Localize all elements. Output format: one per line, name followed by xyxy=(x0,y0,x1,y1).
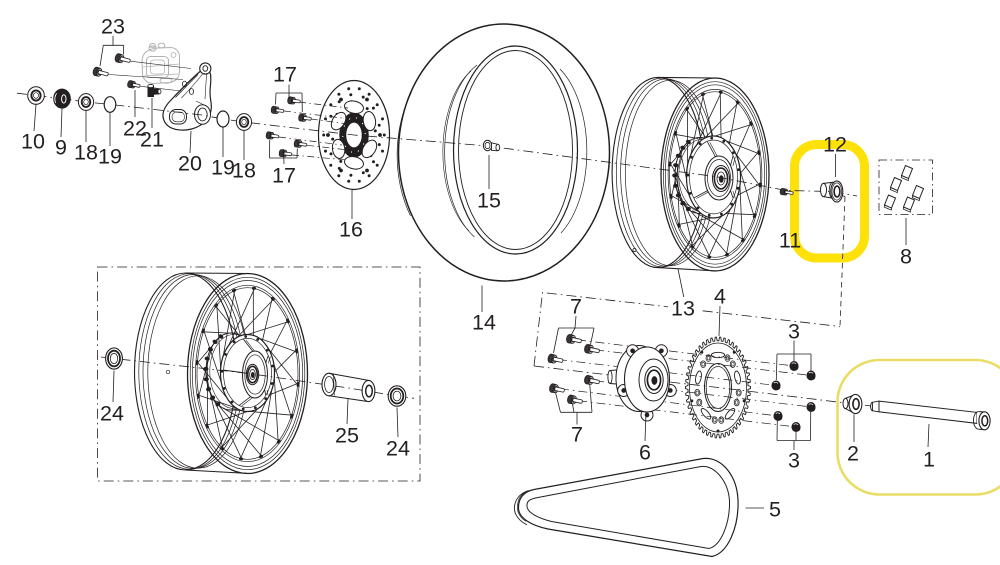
caliper-bracket[interactable] xyxy=(162,62,212,131)
axle-1[interactable] xyxy=(870,400,991,431)
valve-stem-15[interactable] xyxy=(482,139,501,152)
callout-6[interactable]: 6 xyxy=(639,441,651,465)
spacer-2[interactable] xyxy=(842,393,863,415)
highlight-box-parts-1-2 xyxy=(836,358,1000,496)
sprocket-nuts-3[interactable] xyxy=(771,361,816,432)
bolt-22[interactable] xyxy=(127,80,182,92)
bushing-12[interactable] xyxy=(820,180,844,203)
callout-23[interactable]: 23 xyxy=(101,15,125,39)
callout-2[interactable]: 2 xyxy=(847,442,859,466)
bearing-24a[interactable] xyxy=(105,347,123,370)
callout-24[interactable]: 24 xyxy=(100,402,124,426)
o-ring-19b[interactable] xyxy=(216,110,230,128)
sprocket-carrier-hub[interactable] xyxy=(607,344,677,422)
o-ring-19a[interactable] xyxy=(103,96,117,113)
wheel-sub-assembly-hub[interactable] xyxy=(203,332,276,413)
leader-lines xyxy=(33,36,930,509)
callout-13[interactable]: 13 xyxy=(671,297,695,321)
washer-10[interactable] xyxy=(27,86,45,105)
callout-15[interactable]: 15 xyxy=(477,189,501,213)
callout-21[interactable]: 21 xyxy=(140,128,164,152)
callout-17[interactable]: 17 xyxy=(272,164,296,188)
bolt-11[interactable] xyxy=(779,188,794,196)
callout-24[interactable]: 24 xyxy=(386,437,410,461)
callout-20[interactable]: 20 xyxy=(178,152,202,176)
callout-5[interactable]: 5 xyxy=(769,498,781,522)
caliper-bolts-23[interactable] xyxy=(92,53,192,80)
rear-wheel[interactable] xyxy=(611,76,770,272)
fitting-21[interactable] xyxy=(147,83,162,97)
drive-belt[interactable] xyxy=(513,457,739,558)
callout-9[interactable]: 9 xyxy=(55,136,67,160)
callout-19[interactable]: 19 xyxy=(211,156,235,180)
rear-wheel-hub[interactable] xyxy=(672,135,742,219)
hub-bolts-7[interactable] xyxy=(547,334,600,405)
callout-11[interactable]: 11 xyxy=(779,229,801,253)
balance-weights-8[interactable] xyxy=(883,164,925,213)
callout-19[interactable]: 19 xyxy=(98,145,122,169)
ghost-brake-caliper xyxy=(141,42,180,85)
washer-18b[interactable] xyxy=(235,113,253,131)
callout-8[interactable]: 8 xyxy=(900,245,912,269)
spacer-25[interactable] xyxy=(321,372,376,403)
callout-18[interactable]: 18 xyxy=(74,141,98,165)
callout-22[interactable]: 22 xyxy=(123,117,147,141)
tire[interactable] xyxy=(396,23,611,282)
callout-12[interactable]: 12 xyxy=(823,133,847,157)
callout-1[interactable]: 1 xyxy=(923,448,935,472)
washer-18a[interactable] xyxy=(77,93,95,111)
callout-14[interactable]: 14 xyxy=(472,311,496,335)
highlight-box-part-12 xyxy=(790,140,869,263)
callout-3[interactable]: 3 xyxy=(788,449,800,473)
callout-4[interactable]: 4 xyxy=(714,285,726,309)
callout-16[interactable]: 16 xyxy=(339,218,363,242)
callout-10[interactable]: 10 xyxy=(21,130,45,154)
callout-7[interactable]: 7 xyxy=(571,423,583,447)
callout-18[interactable]: 18 xyxy=(232,159,256,183)
disc-bolts-17[interactable] xyxy=(265,96,312,158)
callout-17[interactable]: 17 xyxy=(273,63,297,87)
bearing-24b[interactable] xyxy=(387,385,407,407)
callout-25[interactable]: 25 xyxy=(335,424,359,448)
callout-3[interactable]: 3 xyxy=(788,320,800,344)
damper-9[interactable] xyxy=(53,88,71,109)
callout-7[interactable]: 7 xyxy=(570,295,582,319)
